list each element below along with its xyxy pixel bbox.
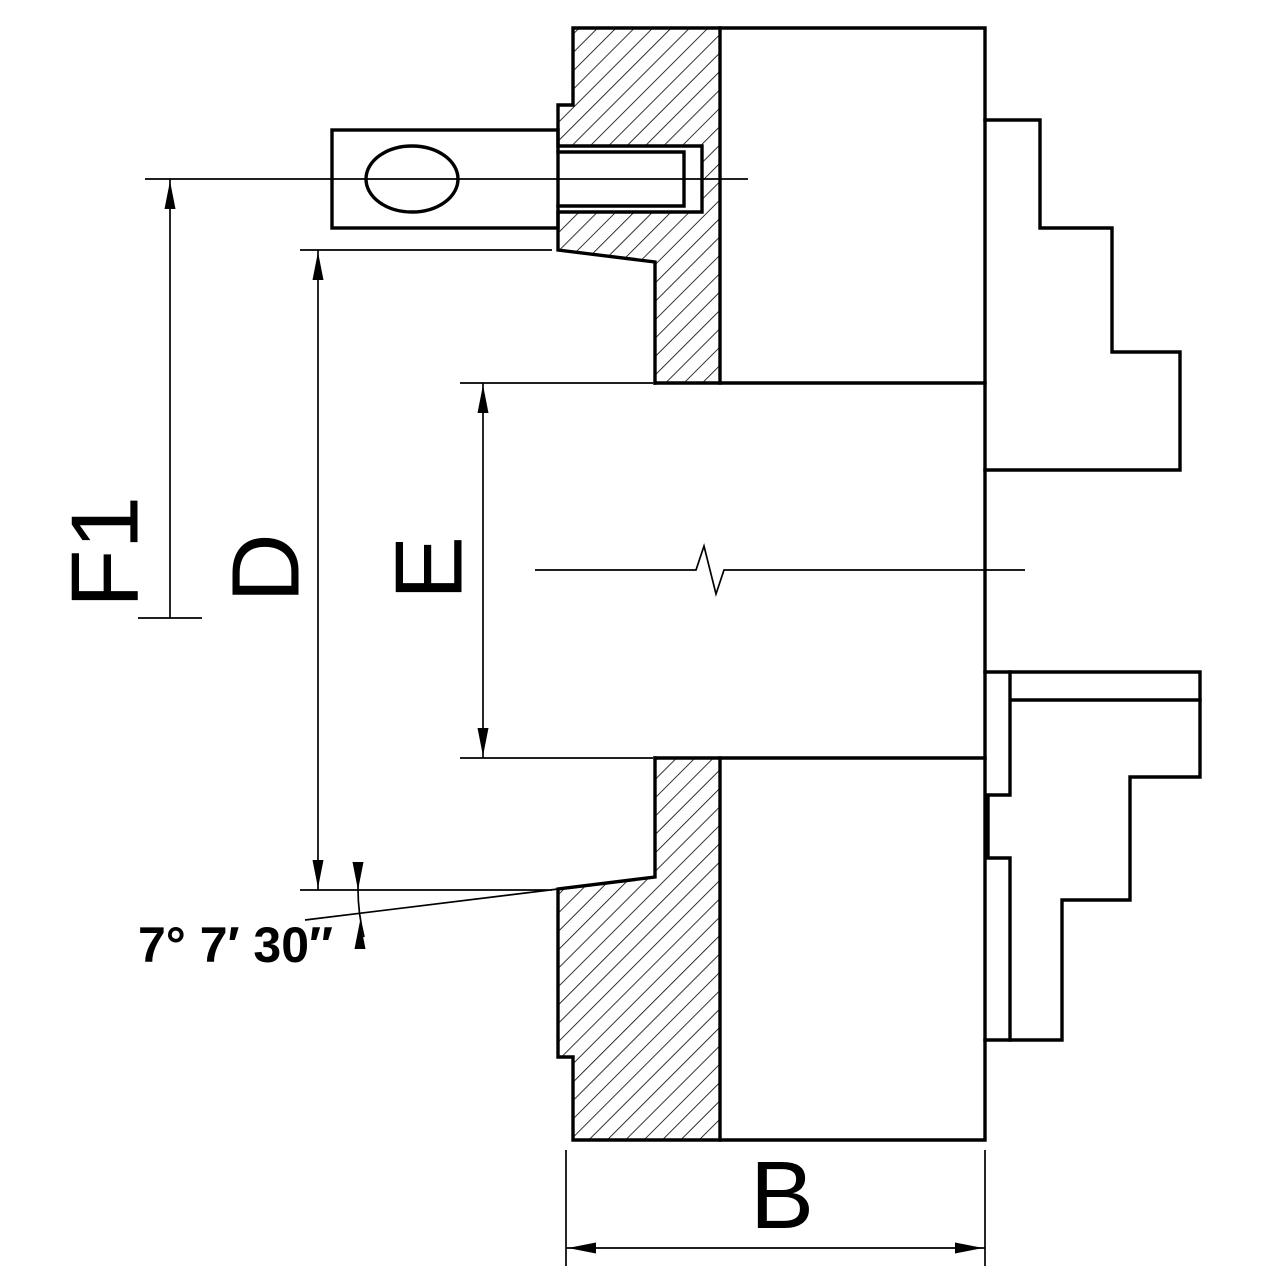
- e-arrow-down: [477, 728, 489, 756]
- f1-dimension-label: F1: [52, 496, 159, 608]
- lower-jaw-detail: [986, 670, 1202, 1042]
- axis-lines: [145, 178, 1025, 598]
- e-arrow-up: [477, 385, 489, 413]
- center-bore-lines: [653, 381, 987, 760]
- lower-jaw: [983, 670, 1202, 1042]
- dimension-f1-line: [138, 179, 202, 619]
- arrowheads: [164, 181, 983, 1254]
- e-dimension-label: E: [376, 536, 483, 600]
- f1-arrow-up: [164, 181, 176, 209]
- hatch-middle-region: [558, 146, 720, 383]
- extension-lines: [300, 249, 986, 1266]
- dimension-lines: [138, 179, 986, 1266]
- b-arrow-left: [568, 1242, 596, 1254]
- chuck-jaws: [983, 118, 1202, 1042]
- chuck-body: [556, 26, 987, 1142]
- angle-arrow-top: [352, 862, 364, 890]
- upper-jaw: [983, 118, 1182, 472]
- b-dimension-label: B: [750, 1142, 814, 1249]
- b-arrow-right: [955, 1242, 983, 1254]
- main-axis-line: [535, 542, 1025, 598]
- hatch-bottom-region: [558, 758, 720, 1140]
- d-arrow-up: [312, 252, 324, 280]
- d-arrow-down: [312, 860, 324, 888]
- d-dimension-label: D: [213, 533, 320, 602]
- dimension-labels: F1 D E B 7° 7′ 30″: [52, 496, 814, 1249]
- section-hatching: [558, 28, 720, 1140]
- angle-arrow-bottom: [354, 921, 366, 949]
- hatch-top-region: [558, 28, 720, 146]
- taper-angle-label: 7° 7′ 30″: [138, 917, 333, 973]
